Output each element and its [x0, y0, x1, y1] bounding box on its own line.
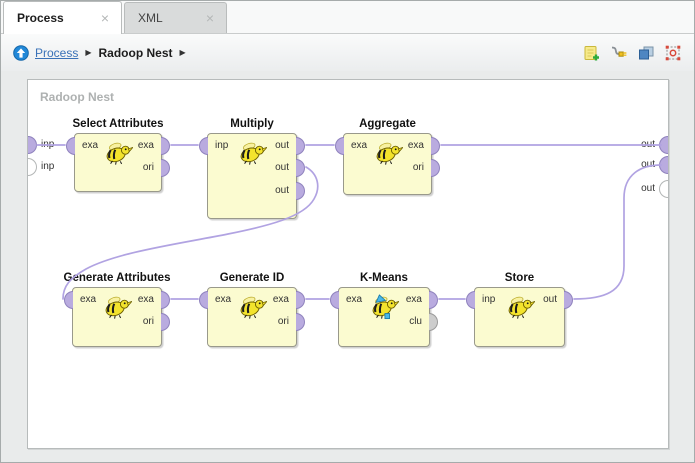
operator-multiply[interactable]: Multiply inp out out out — [199, 118, 305, 219]
operator-title: Generate Attributes — [63, 272, 171, 284]
port-exa-out[interactable] — [429, 291, 438, 309]
breadcrumb-separator-icon: ▶ — [179, 48, 186, 57]
editor-tabbar: Process × XML × — [1, 1, 694, 34]
operator-title: Store — [504, 272, 535, 284]
port-out-3[interactable] — [296, 182, 305, 200]
operator-title: Select Attributes — [72, 118, 164, 130]
operator-select-attributes[interactable]: Select Attributes exa exa ori — [66, 118, 170, 192]
operator-title: Generate ID — [219, 272, 285, 284]
port-exa-in[interactable] — [64, 291, 73, 309]
hive-bee-icon — [103, 294, 132, 320]
hive-bee-icon — [238, 140, 267, 166]
port-exa-out[interactable] — [161, 291, 170, 309]
hive-bee-icon — [104, 140, 133, 166]
connection-store-to-output2[interactable] — [573, 164, 662, 300]
port-exa-out[interactable] — [431, 137, 440, 155]
port-exa-in[interactable] — [330, 291, 339, 309]
port-exa-in[interactable] — [335, 137, 344, 155]
port-label: exa — [407, 140, 424, 151]
breadcrumb-bar: Process ▶ Radoop Nest ▶ — [1, 34, 694, 71]
port-label: out — [641, 159, 655, 170]
tab-process[interactable]: Process × — [3, 1, 122, 34]
nest-label: Radoop Nest — [40, 90, 115, 104]
port-out-2[interactable] — [296, 159, 305, 177]
port-exa-in[interactable] — [66, 137, 75, 155]
hive-bee-kmeans-icon — [370, 294, 399, 320]
process-panel: Radoop Nest inp inp out out out Select A… — [1, 71, 694, 462]
canvas-toolbar — [583, 44, 682, 62]
port-label: exa — [82, 140, 99, 151]
auto-wire-icon[interactable] — [610, 44, 628, 62]
port-label: ori — [142, 162, 154, 173]
port-ori-out[interactable] — [161, 159, 170, 177]
port-label: out — [275, 162, 289, 173]
port-inp-in[interactable] — [466, 291, 475, 309]
nest-input-port-2[interactable] — [28, 158, 37, 176]
port-label: exa — [405, 294, 422, 305]
port-label: out — [543, 294, 557, 305]
connection-multiply-to-generate-attributes[interactable] — [62, 166, 319, 300]
port-label: out — [641, 183, 655, 194]
nest-input-port-1[interactable] — [28, 136, 37, 154]
operator-store[interactable]: Store inp out — [466, 272, 573, 347]
port-label: out — [275, 185, 289, 196]
bring-to-front-icon[interactable] — [637, 44, 655, 62]
port-label: inp — [41, 161, 55, 172]
port-label: ori — [412, 162, 424, 173]
navigate-up-icon[interactable] — [13, 44, 29, 61]
hive-bee-icon — [505, 294, 535, 320]
port-label: exa — [215, 294, 232, 305]
port-ori-out[interactable] — [431, 159, 440, 177]
tab-label: Process — [17, 11, 64, 25]
port-clu-out[interactable] — [429, 313, 438, 331]
port-inp-in[interactable] — [199, 137, 208, 155]
port-ori-out[interactable] — [296, 313, 305, 331]
port-ori-out[interactable] — [161, 313, 170, 331]
port-label: exa — [80, 294, 97, 305]
hive-bee-icon — [238, 294, 267, 320]
port-label: clu — [409, 316, 422, 327]
process-canvas[interactable]: Radoop Nest inp inp out out out Select A… — [27, 79, 669, 449]
port-exa-in[interactable] — [199, 291, 208, 309]
operator-aggregate[interactable]: Aggregate exa exa ori — [335, 118, 440, 195]
operator-title: Multiply — [230, 118, 274, 130]
port-label: exa — [137, 294, 154, 305]
breadcrumb-separator-icon: ▶ — [85, 48, 92, 57]
operator-generate-attributes[interactable]: Generate Attributes exa exa ori — [64, 272, 170, 347]
port-label: exa — [346, 294, 363, 305]
breadcrumb-current: Radoop Nest — [98, 45, 173, 60]
port-label: exa — [351, 140, 368, 151]
breadcrumb-process-link[interactable]: Process — [35, 45, 79, 60]
port-label: exa — [137, 140, 154, 151]
port-exa-out[interactable] — [296, 291, 305, 309]
port-label: ori — [142, 316, 154, 327]
port-label: inp — [482, 294, 496, 305]
port-label: out — [275, 140, 289, 151]
new-operator-icon[interactable] — [583, 44, 601, 62]
tab-xml[interactable]: XML × — [124, 2, 227, 33]
nest-output-port-3[interactable] — [659, 180, 668, 198]
port-label: inp — [215, 140, 229, 151]
tab-label: XML — [138, 11, 163, 25]
auto-arrange-icon[interactable] — [664, 44, 682, 62]
operator-title: K-Means — [360, 272, 408, 284]
hive-bee-icon — [373, 140, 403, 166]
operator-k-means[interactable]: K-Means exa exa clu — [330, 272, 438, 347]
port-label: ori — [277, 316, 289, 327]
port-out-1[interactable] — [296, 137, 305, 155]
port-label: exa — [272, 294, 289, 305]
close-icon[interactable]: × — [100, 10, 109, 26]
close-icon[interactable]: × — [205, 10, 214, 26]
port-exa-out[interactable] — [161, 137, 170, 155]
port-out-out[interactable] — [564, 291, 573, 309]
operator-generate-id[interactable]: Generate ID exa exa ori — [199, 272, 305, 347]
operator-title: Aggregate — [359, 118, 416, 130]
